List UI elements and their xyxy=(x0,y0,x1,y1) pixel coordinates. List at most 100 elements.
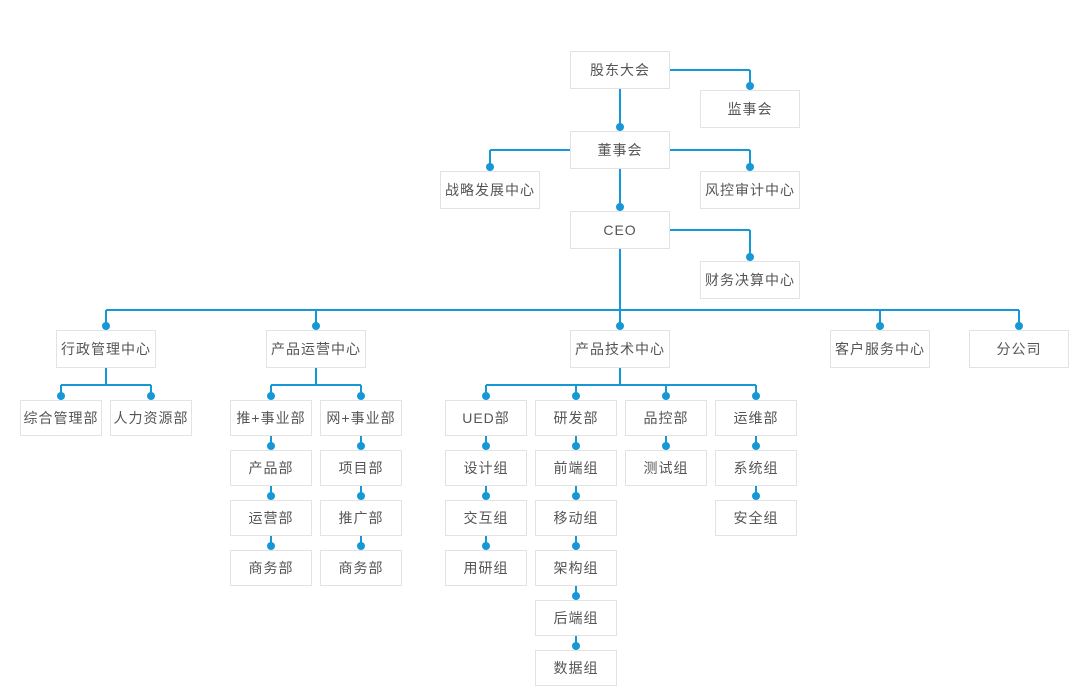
connector-line xyxy=(489,150,491,167)
connector-dot xyxy=(357,442,365,450)
connector-line xyxy=(670,69,750,71)
connector-dot xyxy=(752,442,760,450)
connector-dot xyxy=(147,392,155,400)
connector-dot xyxy=(616,322,624,330)
connector-dot xyxy=(572,392,580,400)
connector-line xyxy=(575,385,577,396)
connector-line xyxy=(105,310,107,326)
org-node-ceo: CEO xyxy=(570,211,670,249)
org-node-design-group: 设计组 xyxy=(445,450,527,486)
connector-dot xyxy=(876,322,884,330)
org-node-admin-management-center: 行政管理中心 xyxy=(56,330,156,368)
connector-line xyxy=(485,385,487,396)
connector-line xyxy=(150,385,152,396)
connector-line xyxy=(879,310,881,326)
connector-dot xyxy=(746,253,754,261)
connector-line xyxy=(271,384,361,386)
connector-line xyxy=(619,249,621,326)
org-node-human-resources-dept: 人力资源部 xyxy=(110,400,192,436)
connector-line xyxy=(670,149,750,151)
connector-line xyxy=(665,385,667,396)
connector-line xyxy=(270,436,272,446)
connector-line xyxy=(670,229,750,231)
connector-dot xyxy=(746,82,754,90)
org-node-system-group: 系统组 xyxy=(715,450,797,486)
connector-dot xyxy=(57,392,65,400)
connector-dot xyxy=(572,592,580,600)
connector-dot xyxy=(572,642,580,650)
org-node-tui-plus-division: 推+事业部 xyxy=(230,400,312,436)
connector-line xyxy=(485,486,487,496)
connector-dot xyxy=(572,542,580,550)
org-node-testing-group: 测试组 xyxy=(625,450,707,486)
connector-line xyxy=(485,536,487,546)
connector-dot xyxy=(267,542,275,550)
connector-line xyxy=(749,230,751,257)
connector-dot xyxy=(616,203,624,211)
connector-line xyxy=(665,436,667,446)
connector-dot xyxy=(1015,322,1023,330)
connector-dot xyxy=(662,442,670,450)
org-node-board-of-directors: 董事会 xyxy=(570,131,670,169)
connector-dot xyxy=(752,492,760,500)
org-node-product-operation-center: 产品运营中心 xyxy=(266,330,366,368)
org-node-backend-group: 后端组 xyxy=(535,600,617,636)
connector-line xyxy=(619,368,621,385)
org-node-branch-company: 分公司 xyxy=(969,330,1069,368)
org-node-frontend-group: 前端组 xyxy=(535,450,617,486)
org-node-supervisory-board: 监事会 xyxy=(700,90,800,128)
connector-dot xyxy=(482,392,490,400)
connector-dot xyxy=(662,392,670,400)
connector-line xyxy=(485,436,487,446)
connector-dot xyxy=(486,163,494,171)
org-node-customer-service-center: 客户服务中心 xyxy=(830,330,930,368)
org-node-data-group: 数据组 xyxy=(535,650,617,686)
connector-dot xyxy=(482,442,490,450)
connector-line xyxy=(315,310,317,326)
org-node-quality-control-dept: 品控部 xyxy=(625,400,707,436)
connector-line xyxy=(360,436,362,446)
connector-line xyxy=(106,309,1019,311)
connector-line xyxy=(755,385,757,396)
org-node-user-research-group: 用研组 xyxy=(445,550,527,586)
connector-line xyxy=(575,586,577,596)
connector-line xyxy=(61,384,151,386)
connector-line xyxy=(60,385,62,396)
org-node-interaction-group: 交互组 xyxy=(445,500,527,536)
org-node-shareholders-meeting: 股东大会 xyxy=(570,51,670,89)
connector-line xyxy=(490,149,570,151)
connector-line xyxy=(360,385,362,396)
connector-dot xyxy=(616,123,624,131)
connector-line xyxy=(360,536,362,546)
org-node-ops-maintenance-dept: 运维部 xyxy=(715,400,797,436)
org-node-rnd-dept: 研发部 xyxy=(535,400,617,436)
connector-dot xyxy=(267,392,275,400)
connector-line xyxy=(270,536,272,546)
connector-line xyxy=(749,70,751,86)
connector-dot xyxy=(267,492,275,500)
connector-dot xyxy=(572,492,580,500)
connector-line xyxy=(270,486,272,496)
connector-line xyxy=(1018,310,1020,326)
org-node-security-group: 安全组 xyxy=(715,500,797,536)
connector-line xyxy=(270,385,272,396)
connector-line xyxy=(315,368,317,385)
org-node-strategy-development-center: 战略发展中心 xyxy=(440,171,540,209)
org-node-risk-control-audit-center: 风控审计中心 xyxy=(700,171,800,209)
connector-dot xyxy=(746,163,754,171)
connector-dot xyxy=(572,442,580,450)
org-node-architecture-group: 架构组 xyxy=(535,550,617,586)
org-node-business-dept-wang: 商务部 xyxy=(320,550,402,586)
connector-line xyxy=(105,368,107,385)
org-node-project-dept: 项目部 xyxy=(320,450,402,486)
connector-dot xyxy=(102,322,110,330)
org-node-product-technology-center: 产品技术中心 xyxy=(570,330,670,368)
connector-dot xyxy=(267,442,275,450)
connector-dot xyxy=(357,542,365,550)
org-node-business-dept-tui: 商务部 xyxy=(230,550,312,586)
connector-line xyxy=(575,536,577,546)
org-node-finance-settlement-center: 财务决算中心 xyxy=(700,261,800,299)
connector-line xyxy=(486,384,756,386)
connector-line xyxy=(619,89,621,127)
